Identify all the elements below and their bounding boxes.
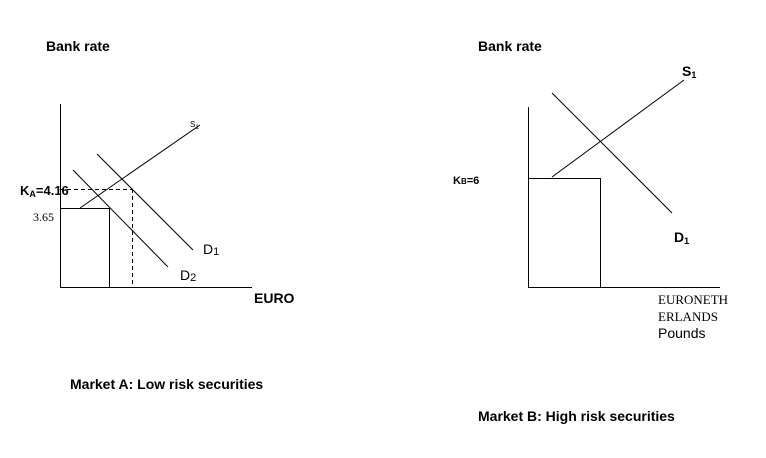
b-rate-box [528, 178, 601, 287]
b-supply-label: S1 [682, 63, 697, 80]
a-supply-curve [79, 124, 201, 209]
b-kb-label: KB=6 [453, 175, 480, 187]
a-ka-label: KA=4.16 [20, 183, 69, 199]
a-y-axis-label: Bank rate [46, 38, 110, 54]
b-y-axis-label: Bank rate [478, 38, 542, 54]
a-rate-box [60, 208, 110, 287]
b-supply-curve [551, 79, 685, 178]
a-caption: Market A: Low risk securities [70, 376, 264, 392]
a-d2-label: D2 [180, 267, 197, 284]
b-d1-label: D1 [674, 229, 690, 246]
a-demand-d1 [96, 153, 194, 251]
a-d1-label: D1 [203, 241, 220, 258]
b-caption: Market B: High risk securities [478, 408, 675, 424]
a-demand-d2 [72, 169, 169, 268]
b-x-axis-label-line3: Pounds [658, 325, 706, 341]
a-x-axis-label: EURO [254, 290, 295, 306]
a-low-rate-label: 3.65 [33, 210, 54, 224]
a-supply-label: S1 [190, 120, 199, 131]
b-x-axis-label: EURONETH ERLANDS Pounds [658, 291, 728, 342]
b-demand-d1 [551, 92, 673, 214]
b-x-axis-label-line2: ERLANDS [658, 309, 718, 324]
b-x-axis-label-line1: EURONETH [658, 292, 729, 307]
